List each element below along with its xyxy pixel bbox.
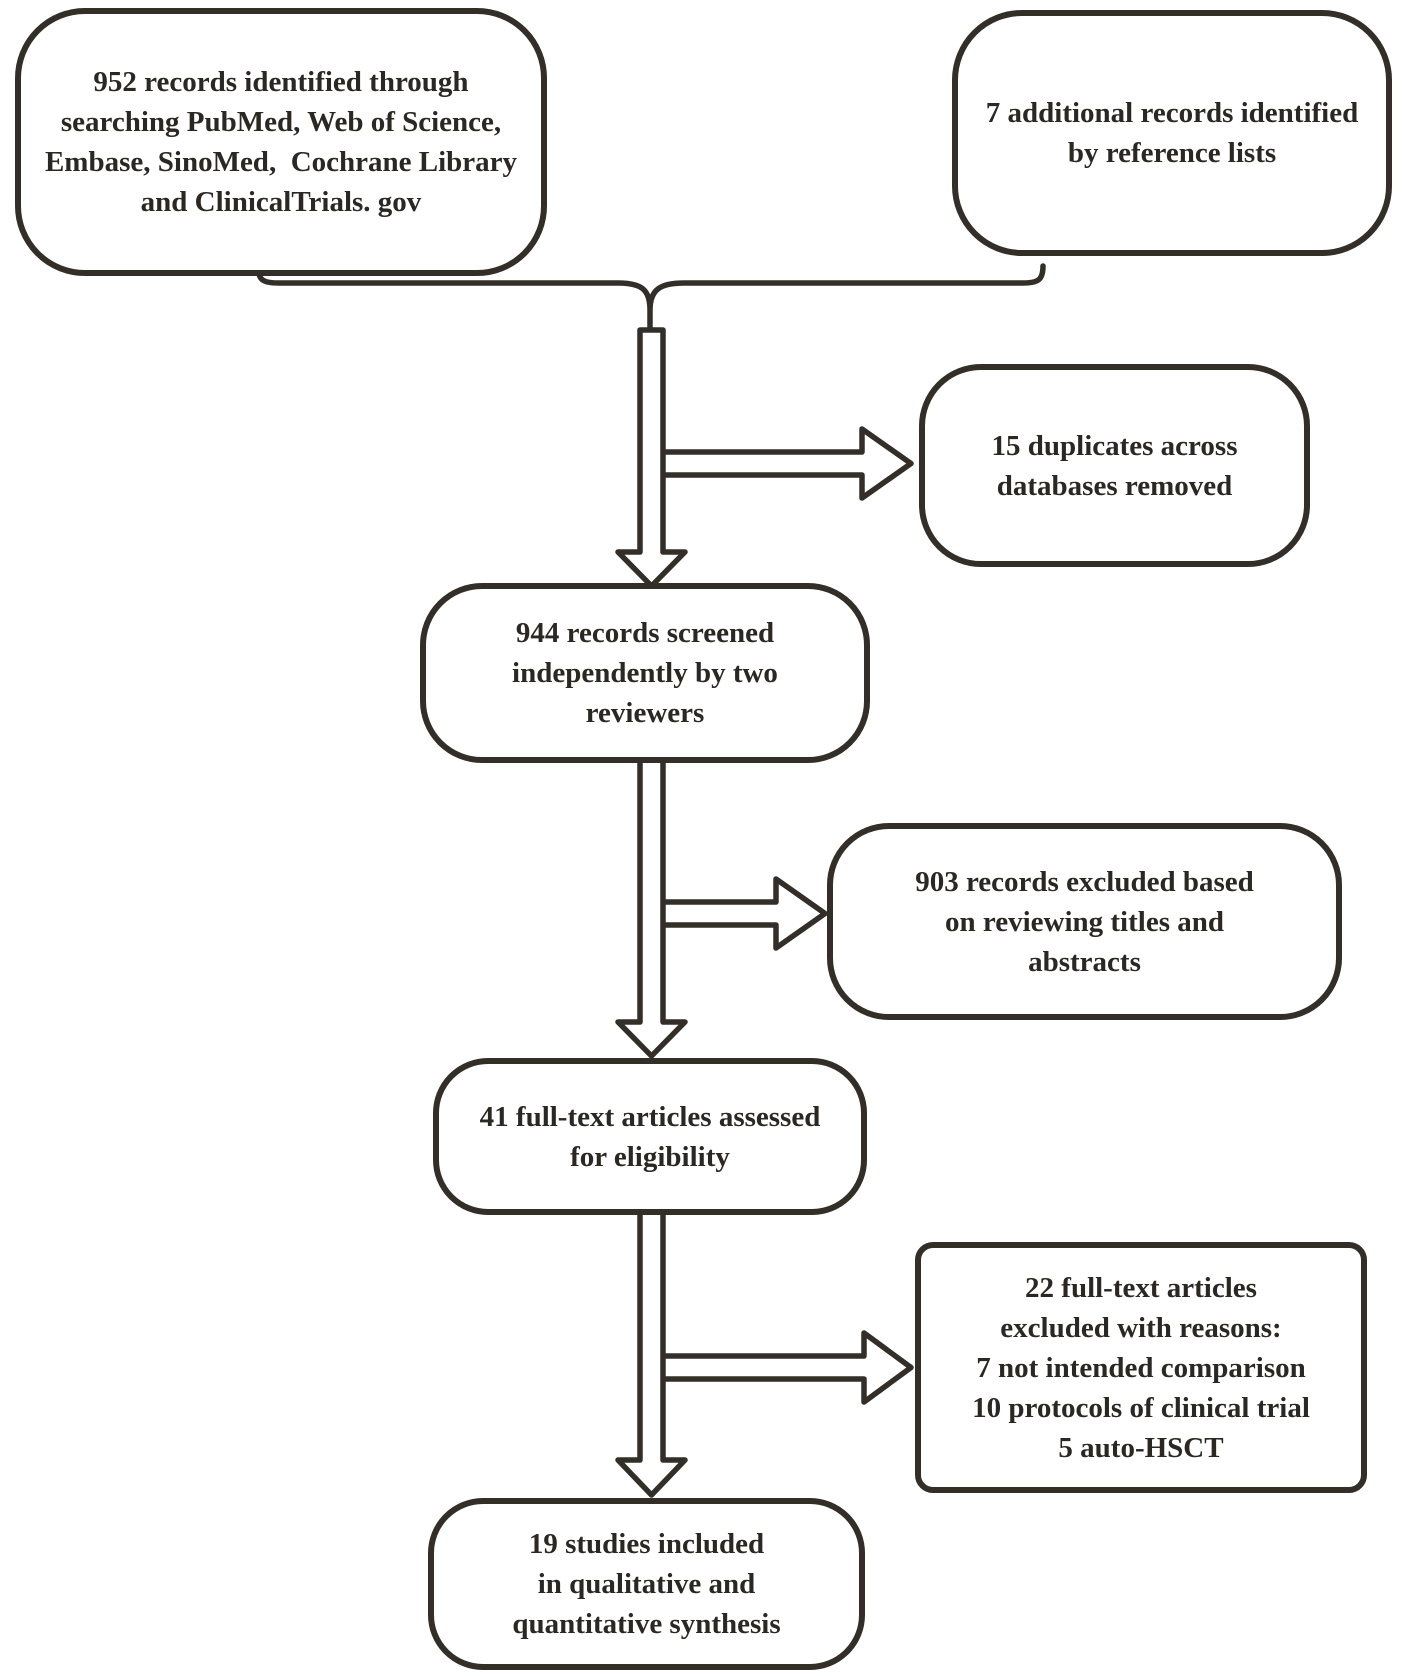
node-records-excluded-text: 903 records excluded based on reviewing … — [915, 865, 1254, 978]
node-fulltext-assessed: 41 full-text articles assessed for eligi… — [433, 1058, 867, 1215]
node-fulltext-excluded: 22 full-text articles excluded with reas… — [915, 1242, 1367, 1493]
node-studies-included: 19 studies included in qualitative and q… — [428, 1498, 865, 1670]
node-records-screened-text: 944 records screened independently by tw… — [512, 617, 778, 729]
arrow-assessed-to-included — [615, 1209, 688, 1498]
node-records-screened: 944 records screened independently by tw… — [420, 583, 870, 763]
node-additional-records-text: 7 additional records identified by refer… — [985, 97, 1359, 169]
arrow-identified-to-screened — [615, 327, 688, 589]
arrow-screened-to-assessed — [615, 757, 688, 1059]
node-fulltext-excluded-text: 22 full-text articles excluded with reas… — [972, 1271, 1310, 1464]
arrow-to-fulltext-excluded — [657, 1330, 914, 1405]
node-records-identified: 952 records identified through searching… — [15, 8, 547, 276]
node-records-identified-text: 952 records identified through searching… — [44, 66, 518, 218]
node-studies-included-text: 19 studies included in qualitative and q… — [512, 1528, 781, 1640]
node-records-excluded: 903 records excluded based on reviewing … — [827, 823, 1342, 1020]
node-fulltext-assessed-text: 41 full-text articles assessed for eligi… — [479, 1100, 821, 1173]
node-additional-records: 7 additional records identified by refer… — [952, 10, 1392, 256]
node-duplicates-removed-text: 15 duplicates across databases removed — [991, 429, 1238, 502]
arrow-to-records-excluded — [657, 876, 828, 951]
arrow-to-duplicates-removed — [657, 426, 914, 501]
node-duplicates-removed: 15 duplicates across databases removed — [919, 364, 1310, 567]
